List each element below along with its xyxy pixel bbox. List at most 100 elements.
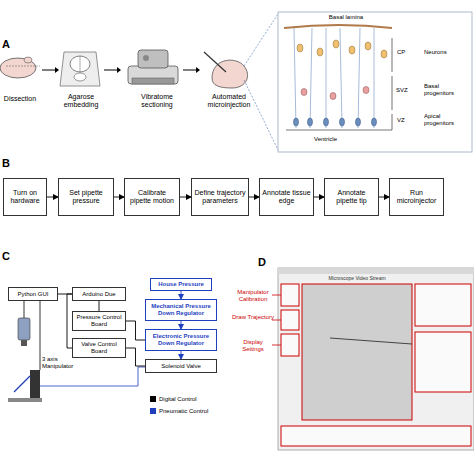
node-text: Python GUI <box>17 291 48 298</box>
node-text: House Pressure <box>158 281 204 288</box>
connector-line <box>181 321 182 329</box>
cortex-inset <box>294 28 296 128</box>
legend-entry: Digital Control <box>150 396 197 403</box>
cortex-inset <box>310 28 312 128</box>
cortex-inset <box>363 87 369 94</box>
component-box: Pressure Control Board <box>72 311 126 331</box>
gui-screenshot <box>278 268 474 450</box>
pressure-source-box: House Pressure <box>150 278 212 291</box>
cortex-inset <box>365 42 371 50</box>
text-label: VZ <box>397 117 417 124</box>
mouse-head <box>6 66 40 67</box>
text-label: Vibratome sectioning <box>128 93 186 108</box>
arrow-symbol <box>104 70 117 71</box>
legend-swatch <box>150 408 156 414</box>
gui-screenshot <box>302 284 412 420</box>
process-box: Run microinjector <box>389 178 444 216</box>
cortex-inset <box>381 50 387 58</box>
node-text: Annotate pipette tip <box>327 189 376 204</box>
text-label: Basal progenitors <box>424 83 470 96</box>
cortex-inset <box>297 44 303 52</box>
connector-line <box>180 197 191 198</box>
cortex-inset <box>294 28 374 128</box>
cortex-inset <box>278 12 472 152</box>
text-label: SVZ <box>396 87 416 94</box>
vibratome-machine <box>132 78 174 84</box>
component-box: Python GUI <box>8 287 58 301</box>
node-text: Pressure Control Board <box>75 314 123 327</box>
microscope-camera <box>21 340 27 346</box>
vibratome-machine <box>128 50 178 84</box>
component-box: Arduino Due <box>72 287 126 301</box>
vibratome-machine <box>138 50 168 68</box>
process-box: Calibrate pipette motion <box>124 178 180 216</box>
node-text: Solenoid Valve <box>161 363 201 370</box>
agarose-block <box>60 52 100 86</box>
legend-text: Digital Control <box>159 396 197 403</box>
gui-screenshot <box>415 332 471 392</box>
agarose-block <box>74 73 86 81</box>
text-label: CP <box>397 49 417 56</box>
arrow-symbol <box>55 67 59 73</box>
connector-line <box>249 197 259 198</box>
manipulator-symbol <box>8 398 42 402</box>
agarose-block <box>80 56 81 72</box>
cortex-inset <box>374 28 375 128</box>
agarose-block <box>60 52 100 86</box>
cortex-inset <box>333 40 339 48</box>
brain-slice <box>244 14 278 66</box>
gui-screenshot <box>281 334 299 356</box>
process-box: Set pipette pressure <box>58 178 114 216</box>
node-text: Mechanical Pressure Down Regulator <box>148 303 214 316</box>
text-label: Agarose embedding <box>56 93 106 108</box>
legend-swatch <box>150 396 156 402</box>
brain-slice <box>204 52 226 72</box>
connector-line <box>181 291 182 299</box>
text-label: B <box>2 157 16 169</box>
process-box: Annotate pipette tip <box>324 178 379 216</box>
text-label: Automated microinjection <box>196 93 262 108</box>
wire <box>40 301 41 370</box>
text-label: Display Settings <box>232 339 274 352</box>
cortex-inset <box>356 118 361 126</box>
node-text: Calibrate pipette motion <box>127 189 177 204</box>
cortex-inset <box>340 118 345 126</box>
gui-screenshot <box>415 284 471 326</box>
connector-line <box>99 301 100 311</box>
brain-slice <box>244 80 278 150</box>
wire <box>40 367 145 386</box>
cortex-inset <box>301 89 307 96</box>
mouse-head <box>0 57 40 78</box>
manipulator-symbol <box>8 370 42 402</box>
gui-screenshot <box>281 426 471 446</box>
node-text: Run microinjector <box>392 189 441 204</box>
process-box: Define trajectory parameters <box>191 178 249 216</box>
process-box: Turn on hardware <box>3 178 47 216</box>
microscope-camera <box>18 318 30 340</box>
legend-entry: Pneumatic Control <box>150 408 208 415</box>
cortex-inset <box>297 40 387 58</box>
text-label: Manipulator Calibration <box>232 289 274 302</box>
wire <box>24 301 25 318</box>
cortex-inset <box>317 48 323 56</box>
cortex-inset <box>294 118 299 126</box>
cortex-inset <box>286 130 392 131</box>
text-label: 3 axis Manipulator <box>42 356 78 369</box>
text-label: C <box>2 250 16 262</box>
text-label: Basal lamina <box>316 14 376 21</box>
gui-screenshot <box>330 338 412 344</box>
cortex-inset <box>324 118 329 126</box>
component-box: Valve Control Board <box>72 338 126 358</box>
node-text: Valve Control Board <box>75 341 123 354</box>
cortex-inset <box>278 12 472 152</box>
connector-line <box>379 197 389 198</box>
text-label: Apical progenitors <box>424 113 470 126</box>
cortex-inset <box>340 28 342 128</box>
gui-screenshot <box>278 268 474 274</box>
text-label: Draw Trajectory <box>232 314 274 321</box>
cortex-inset <box>284 25 392 28</box>
regulator-box: Electronic Pressure Down Regulator <box>145 329 217 351</box>
connector-line <box>47 197 58 198</box>
